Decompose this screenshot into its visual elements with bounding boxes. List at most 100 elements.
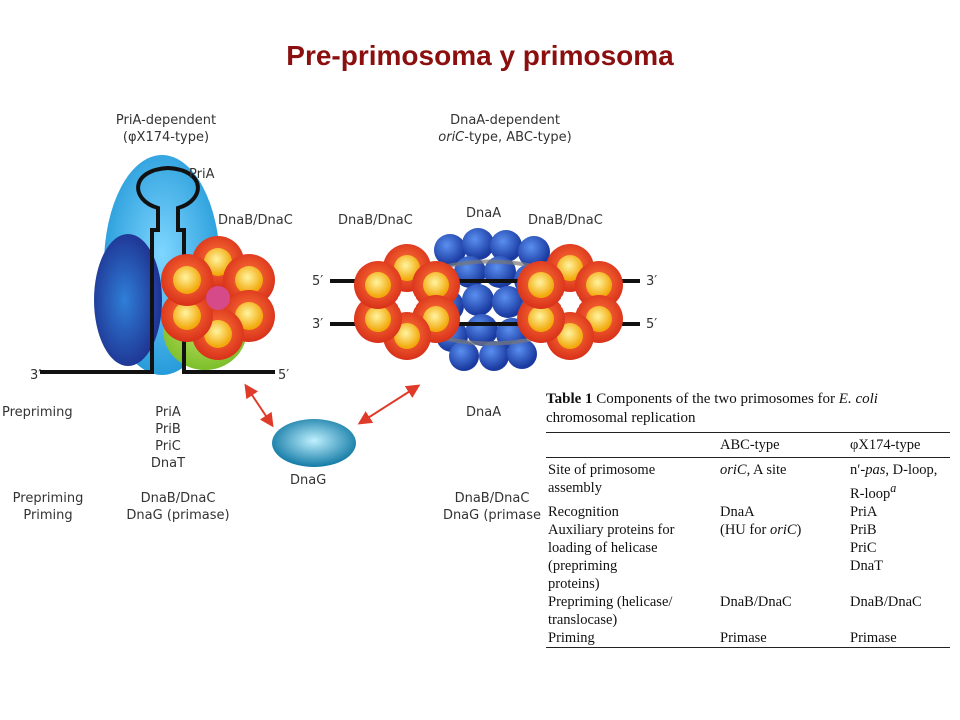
cell-line: (prepriming <box>548 557 618 574</box>
cell-line: oriC, A site <box>720 462 787 478</box>
table-row: Auxiliary proteins for loading of helica… <box>546 521 950 593</box>
pria-complex <box>40 155 275 375</box>
right-header: DnaA-dependent oriC-type, ABC-type) <box>420 112 590 146</box>
prepriming-left-list: PriA PriB PriC DnaT <box>130 404 206 472</box>
cell-line: n′-pas, D-loop, <box>850 462 938 478</box>
table-cell: DnaB/DnaC <box>848 593 950 629</box>
navy-protein <box>94 234 162 366</box>
dna-hairpin <box>40 165 275 374</box>
cell-line: loading of helicase <box>548 539 658 556</box>
table-cell: Recognition <box>546 503 718 521</box>
cell-line: R-loopa <box>850 481 897 502</box>
dnaa-label-top: DnaA <box>466 206 502 221</box>
table-cell: Primase <box>718 628 848 648</box>
table-row: Site of primosome assembly oriC, A site … <box>546 458 950 503</box>
table-caption: Table 1 Components of the two primosomes… <box>546 390 950 428</box>
left-3prime: 3′ <box>30 368 42 383</box>
priming-right-list: DnaB/DnaC DnaG (primase <box>440 490 544 524</box>
table-header-row: ABC-type φX174-type <box>546 432 950 458</box>
cell-line: assembly <box>548 480 602 496</box>
table-caption-number: Table 1 <box>546 391 593 407</box>
page-title: Pre-primosoma y primosoma <box>286 40 674 71</box>
prepriming-left-item: PriC <box>155 439 181 454</box>
table-caption-tail: chromosomal replication <box>546 410 696 426</box>
table-cell: PriA <box>848 503 950 521</box>
table-header-cell: ABC-type <box>720 437 780 453</box>
table-cell: oriC, A site <box>718 458 848 503</box>
priming-right-item: DnaB/DnaC <box>454 491 530 506</box>
cell-line: DnaB/DnaC <box>720 593 792 610</box>
left-header-line1: PriA-dependent <box>115 113 217 128</box>
dnab-label-mid: DnaB/DnaC <box>338 213 413 228</box>
table-cell: DnaA <box>718 503 848 521</box>
prepriming-left-item: PriB <box>155 422 181 437</box>
cell-line: DnaA <box>720 503 755 520</box>
right-header-line2: oriC-type, ABC-type) <box>438 130 572 145</box>
prepriming-left-item: PriA <box>155 405 181 420</box>
arrow-left <box>244 383 274 428</box>
table-caption-organism: E. coli <box>838 391 878 407</box>
priming-row-label: Priming <box>23 508 73 523</box>
table-row: Priming Primase Primase <box>546 628 950 648</box>
cell-line: DnaT <box>850 557 884 574</box>
dnag-label: DnaG <box>290 473 327 488</box>
table-cell: Auxiliary proteins for loading of helica… <box>546 521 718 593</box>
cell-line: Site of primosome <box>548 462 656 478</box>
cell-line: Primase <box>850 629 897 646</box>
table-header-cell: φX174-type <box>850 437 921 453</box>
prepriming-right-label: DnaA <box>466 405 502 420</box>
right-3prime-top: 3′ <box>646 274 658 289</box>
cell-line: (HU for oriC) <box>720 521 802 538</box>
left-5prime: 5′ <box>278 368 290 383</box>
primosome-table: ABC-type φX174-type Site of primosome as… <box>546 432 950 648</box>
cell-line: PriB <box>850 521 877 538</box>
table-cell: PriB PriC DnaT <box>848 521 950 593</box>
table-row: Recognition DnaA PriA <box>546 503 950 521</box>
pria-label: PriA <box>189 167 215 182</box>
cell-line: Auxiliary proteins for <box>548 521 675 538</box>
table-cell: DnaB/DnaC <box>718 593 848 629</box>
left-header-line2: (φX174-type) <box>122 130 210 145</box>
cell-line: Recognition <box>548 503 619 520</box>
table-cell: Priming <box>546 628 718 648</box>
components-table: Table 1 Components of the two primosomes… <box>546 390 950 648</box>
table-cell: Primase <box>848 628 950 648</box>
table-cell: Prepriming (helicase/ translocase) <box>546 593 718 629</box>
cell-line: Priming <box>548 629 595 646</box>
table-caption-text: Components of the two primosomes for <box>596 391 836 407</box>
right-header-line1: DnaA-dependent <box>450 113 560 128</box>
dnag-protein <box>272 419 356 467</box>
cell-line: PriC <box>850 539 877 556</box>
priming-left-item: DnaB/DnaC <box>140 491 216 506</box>
table-header-cell <box>546 433 718 458</box>
priming-row-labels: Prepriming Priming <box>6 490 90 524</box>
cell-line: translocase) <box>548 611 618 628</box>
dnab-label-right: DnaB/DnaC <box>528 213 603 228</box>
priming-left-list: DnaB/DnaC DnaG (primase) <box>118 490 238 524</box>
cell-line: Prepriming (helicase/ <box>548 593 673 610</box>
dnab-hexamer-right <box>517 244 623 360</box>
arrow-right <box>357 384 421 425</box>
priming-row-label: Prepriming <box>12 491 84 506</box>
mid-3prime-bottom: 3′ <box>312 317 324 332</box>
table-cell: n′-pas, D-loop, R-loopa <box>848 458 950 503</box>
prepriming-row-label: Prepriming <box>2 405 73 420</box>
cell-line: proteins) <box>548 575 600 592</box>
priming-right-item: DnaG (primase <box>442 508 542 523</box>
mid-5prime-top: 5′ <box>312 274 324 289</box>
table-cell: Site of primosome assembly <box>546 458 718 503</box>
cell-line: PriA <box>850 503 878 520</box>
prepriming-left-item: DnaT <box>150 456 186 471</box>
table-row: Prepriming (helicase/ translocase) DnaB/… <box>546 593 950 629</box>
cell-line: Primase <box>720 629 767 646</box>
left-header: PriA-dependent (φX174-type) <box>96 112 236 146</box>
table-cell: (HU for oriC) <box>718 521 848 593</box>
dnab-hexamer-left <box>161 236 275 360</box>
priming-left-item: DnaG (primase) <box>126 508 230 523</box>
dnaa-complex <box>330 228 640 371</box>
right-5prime-bottom: 5′ <box>646 317 658 332</box>
dnab-hexamer-mid <box>354 244 460 360</box>
cell-line: DnaB/DnaC <box>850 593 922 610</box>
dnab-label-left: DnaB/DnaC <box>218 213 293 228</box>
